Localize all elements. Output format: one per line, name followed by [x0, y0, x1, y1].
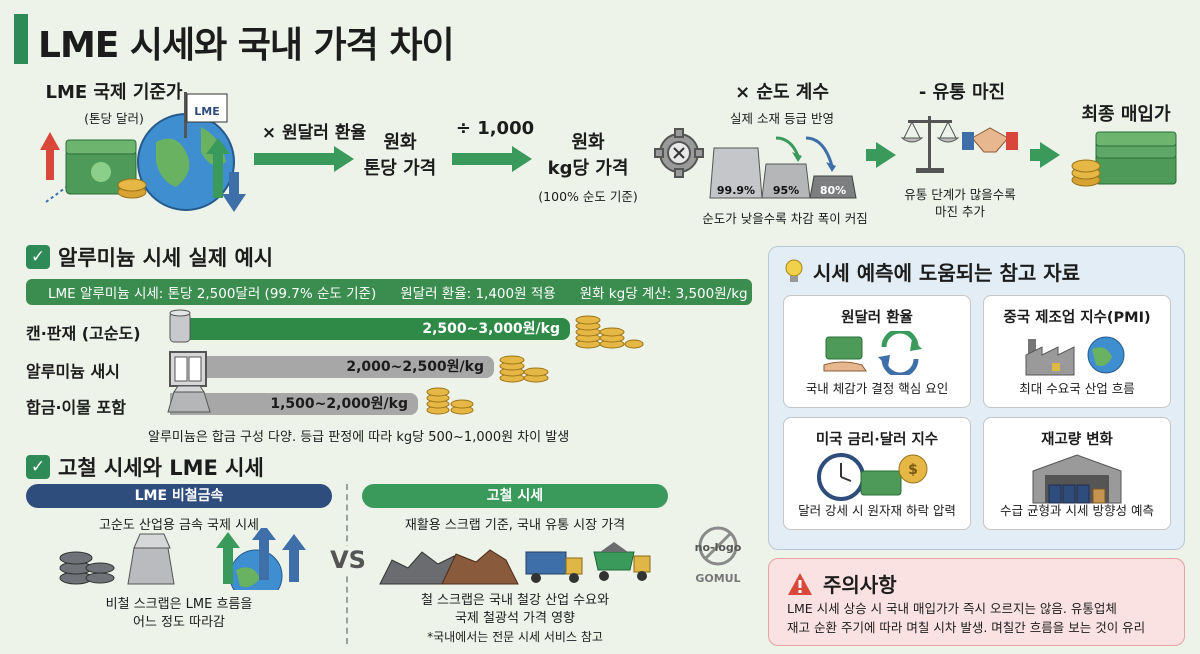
scrap-steel-sub: 재활용 스크랩 기준, 국내 유통 시장 가격 — [404, 518, 626, 533]
metals-growth-icon — [59, 528, 306, 590]
coin-stack-1-icon — [575, 315, 644, 349]
alu-bar-2: 2,000~2,500원/kg — [170, 356, 494, 378]
reference-panel: 시세 예측에 도움되는 참고 자료 원달러 환율 국내 체감가 결정 핵심 요인… — [768, 246, 1185, 550]
warning-box: 주의사항 LME 시세 상승 시 국내 매입가가 즉시 오르지는 않음. 유통업… — [768, 558, 1185, 646]
lightbulb-icon — [785, 259, 803, 282]
steel-section-heading: ✓ 고철 시세와 LME 시세 — [26, 452, 264, 482]
divide-label: ÷ 1,000 — [455, 118, 535, 139]
warehouse-icon — [1032, 454, 1122, 504]
lme-price-label: LME 국제 기준가 (톤당 달러) — [45, 82, 183, 126]
lme-nonferrous-note: 비철 스크랩은 LME 흐름을 어느 정도 따라감 — [105, 597, 253, 630]
flow-arrow-2 — [452, 146, 532, 172]
page-title: LME 시세와 국내 가격 차이 — [38, 25, 455, 66]
alu-section-heading: ✓ 알루미늄 시세 실제 예시 — [26, 242, 273, 272]
alu-row-label-2: 알루미늄 새시 — [26, 362, 120, 381]
svg-text:$: $ — [908, 462, 918, 478]
svg-text:no-logo: no-logo — [695, 541, 742, 554]
margin-label: - 유통 마진 — [918, 82, 1006, 103]
flow-arrow-4 — [1030, 142, 1060, 168]
check-icon: ✓ — [26, 455, 50, 479]
warning-icon — [788, 572, 812, 595]
ref-card-pmi: 중국 제조업 지수(PMI) 최대 수요국 산업 흐름 — [983, 295, 1171, 408]
scrap-steel-note: 철 스크랩은 국내 철강 산업 수요와 국제 철광석 가격 영향 *국내에서는 … — [420, 593, 610, 644]
margin-note: 유통 단계가 많을수록 마진 추가 — [904, 187, 1016, 219]
reference-panel-heading: 시세 예측에 도움되는 참고 자료 — [783, 257, 1080, 286]
cash-stack-icon — [1071, 131, 1177, 187]
fx-exchange-icon — [823, 328, 922, 378]
final-price-label: 최종 매입가 — [1081, 104, 1171, 125]
fx-rate-label: × 원달러 환율 — [261, 123, 367, 143]
lme-nonferrous-pill: LME 비철금속 — [26, 484, 332, 508]
ref-card-rate: 미국 금리·달러 지수 $ 달러 강세 시 원자재 하락 압력 — [783, 417, 971, 530]
metal-ingots-icon: 99.9% 95% 80% — [709, 136, 857, 199]
gear-icon — [654, 128, 704, 178]
won-kg-price-label: 원화 kg당 가격 (100% 순도 기준) — [538, 132, 638, 204]
won-ton-price-label: 원화 톤당 가격 — [363, 132, 437, 179]
scrap-steel-pill: 고철 시세 — [362, 484, 668, 508]
scale-handshake-icon — [900, 116, 1018, 173]
coin-stack-3-icon — [426, 387, 474, 415]
ref-card-inventory: 재고량 변화 수급 균형과 시세 방향성 예측 — [983, 417, 1171, 530]
warning-title: 주의사항 — [787, 569, 897, 598]
flow-arrow-1 — [254, 146, 354, 172]
flow-arrow-3 — [866, 142, 896, 168]
lme-flag-text: LME — [194, 105, 219, 118]
scrap-trucks-icon — [379, 542, 651, 585]
alu-bar-3: 1,500~2,000원/kg — [170, 393, 418, 415]
alloy-ingot-icon — [167, 385, 211, 413]
no-logo-watermark: no-logo GOMUL — [695, 526, 742, 585]
alu-row-label-1: 캔·판재 (고순도) — [26, 324, 141, 343]
grade-80-label: 80% — [820, 184, 846, 197]
alu-info-strip: LME 알루미늄 시세: 톤당 2,500달러 (99.7% 순도 기준) 원달… — [26, 279, 752, 305]
vs-label: VS — [328, 546, 368, 574]
grade-95-label: 95% — [773, 184, 799, 197]
window-frame-icon — [169, 351, 207, 387]
can-icon — [169, 309, 191, 343]
warning-text: LME 시세 상승 시 국내 매입가가 즉시 오르지는 않음. 유통업체 재고 … — [787, 601, 1146, 635]
title-accent-bar — [14, 14, 28, 64]
factory-globe-icon — [1025, 336, 1125, 376]
svg-text:GOMUL: GOMUL — [695, 572, 740, 585]
lme-nonferrous-sub: 고순도 산업용 금속 국제 시세 — [98, 518, 260, 533]
purity-note: 순도가 낮을수록 차감 폭이 커짐 — [702, 211, 868, 226]
clock-money-icon: $ — [817, 453, 928, 501]
check-icon: ✓ — [26, 245, 50, 269]
purity-label: × 순도 계수 실제 소재 등급 반영 — [730, 82, 834, 126]
alu-row-label-3: 합금·이물 포함 — [26, 398, 126, 417]
ref-card-fx: 원달러 환율 국내 체감가 결정 핵심 요인 — [783, 295, 971, 408]
alu-bar-1: 2,500~3,000원/kg — [170, 318, 570, 340]
alu-note: 알루미늄은 합금 구성 다양. 등급 판정에 따라 kg당 500~1,000원… — [148, 430, 570, 445]
globe-money-icon: LME — [40, 92, 246, 212]
coin-stack-2-icon — [499, 355, 549, 383]
grade-99-label: 99.9% — [717, 184, 755, 197]
